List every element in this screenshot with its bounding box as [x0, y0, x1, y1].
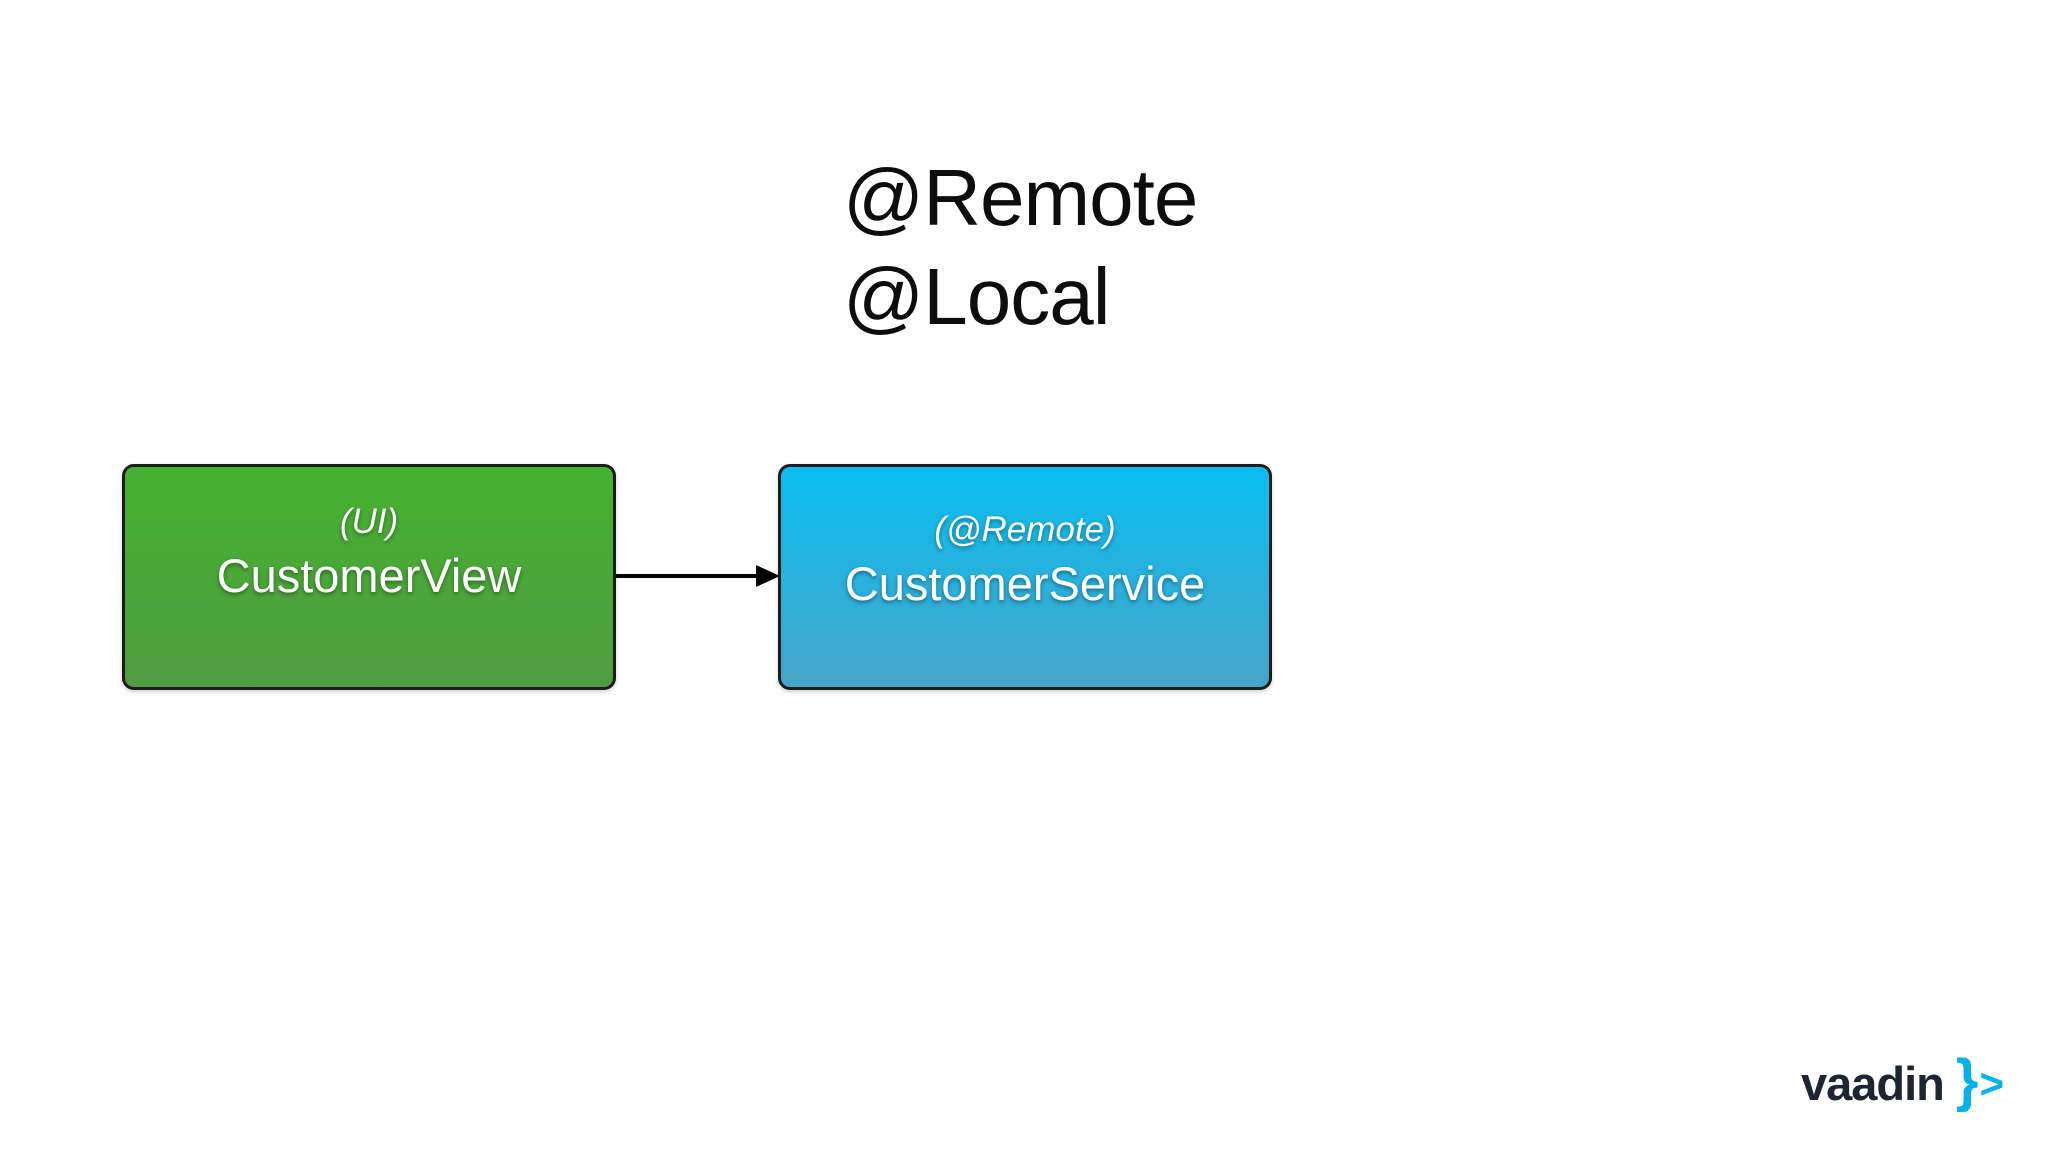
node-customer-service-stereotype: (@Remote): [934, 510, 1116, 549]
vaadin-chevron-icon: >: [1979, 1060, 2004, 1107]
node-customer-view-text: (UI) CustomerView: [125, 499, 613, 607]
title-line-local: @Local: [843, 252, 1110, 341]
node-customer-service-text: (@Remote) CustomerService: [781, 507, 1269, 615]
vaadin-brace-icon: }: [1955, 1048, 1979, 1113]
vaadin-wordmark: vaadin: [1800, 1056, 1945, 1110]
vaadin-logo: vaadin } >: [1800, 1048, 2004, 1113]
node-customer-view-stereotype: (UI): [339, 502, 399, 541]
node-customer-view: (UI) CustomerView: [122, 464, 616, 690]
node-customer-service: (@Remote) CustomerService: [778, 464, 1272, 690]
dependency-arrow: [616, 565, 780, 587]
slide-title: @Remote @Local: [843, 148, 1198, 346]
node-customer-view-label: CustomerView: [216, 549, 522, 602]
title-line-remote: @Remote: [843, 153, 1198, 242]
node-customer-service-label: CustomerService: [844, 557, 1206, 610]
